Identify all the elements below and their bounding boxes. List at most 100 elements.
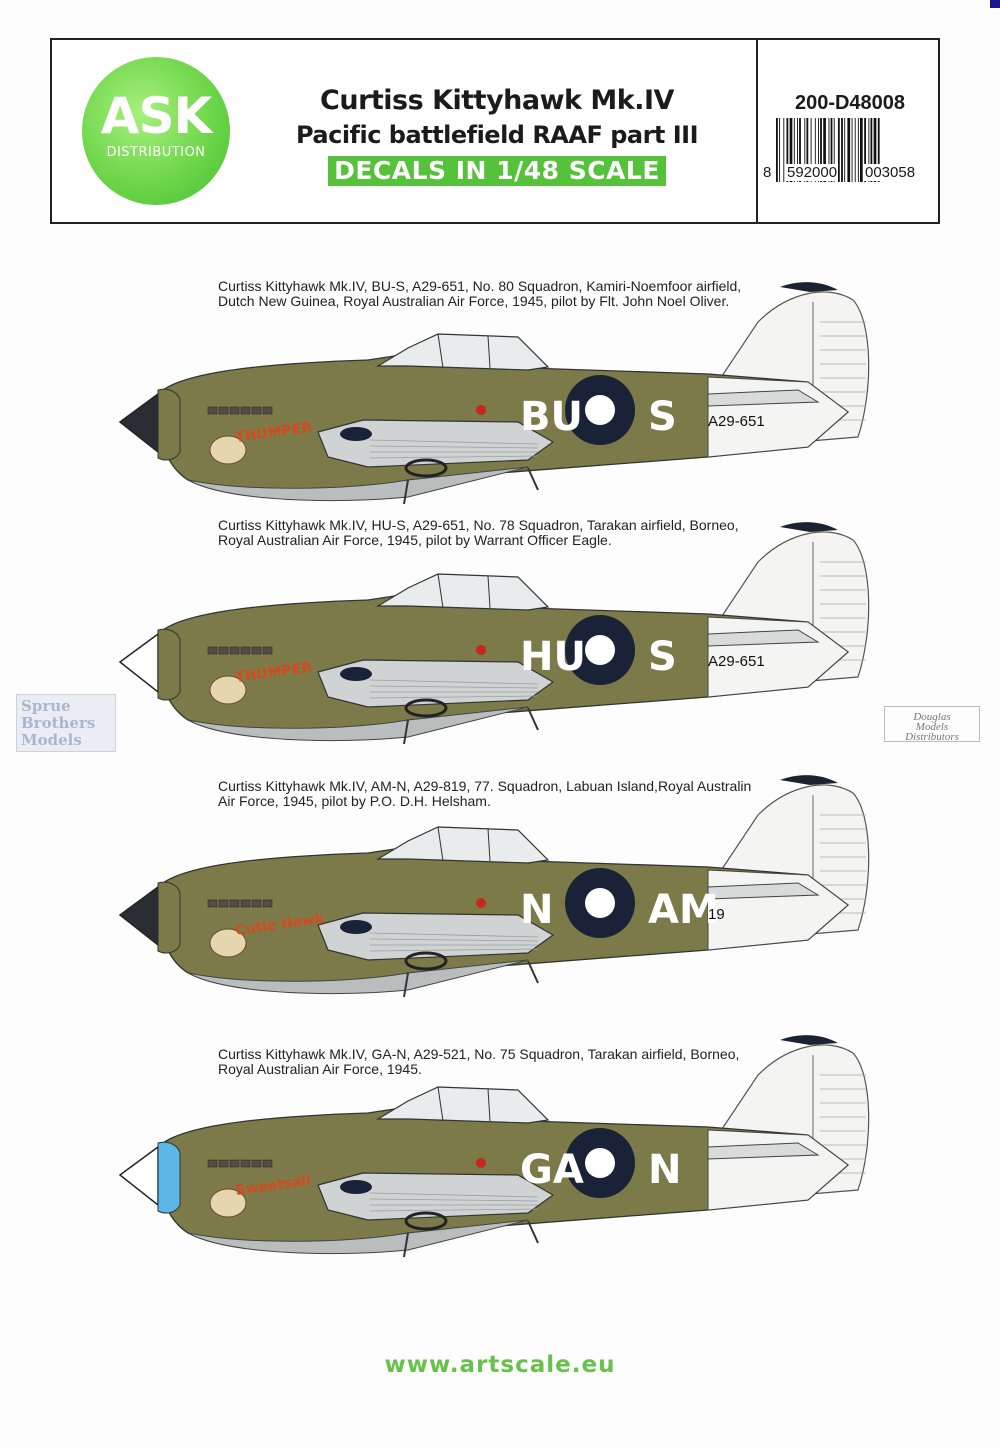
fin-tip	[780, 775, 838, 785]
profile-caption-4: Curtiss Kittyhawk Mk.IV, GA-N, A29-521, …	[218, 1047, 818, 1077]
belly	[187, 706, 529, 742]
fin-tip	[780, 522, 838, 532]
tailplane	[707, 882, 820, 900]
spinner	[118, 885, 159, 947]
nose-art-figure	[209, 675, 247, 705]
fuselage-roundel-center	[585, 888, 615, 918]
nose-art-figure	[209, 928, 247, 958]
squadron-code-right: S	[648, 634, 677, 680]
exhaust-stack	[251, 406, 262, 415]
wheel-well	[404, 951, 448, 971]
canopy-frame	[487, 575, 491, 609]
landing-gear	[403, 960, 539, 998]
wing	[317, 419, 555, 468]
exhaust-stack	[229, 646, 240, 655]
landing-gear	[403, 467, 539, 505]
exhaust-stack	[251, 899, 262, 908]
exhaust-stack	[218, 406, 229, 415]
header-box: ASK DISTRIBUTION Curtiss Kittyhawk Mk.IV…	[50, 38, 940, 224]
fuselage-roundel-center	[585, 395, 615, 425]
wing-panel-line	[369, 439, 539, 445]
exhaust-stack	[240, 406, 251, 415]
exhaust-stack	[207, 1159, 218, 1168]
caption-line: Dutch New Guinea, Royal Australian Air F…	[218, 293, 730, 309]
red-marking	[476, 1158, 486, 1168]
canopy-frame	[437, 573, 444, 609]
exhaust-stack	[229, 899, 240, 908]
exhaust-stack	[262, 1159, 273, 1168]
exhaust-stack	[262, 646, 273, 655]
landing-gear	[403, 707, 539, 745]
spinner	[118, 392, 159, 454]
canopy-frame	[487, 335, 491, 369]
profile-caption-2: Curtiss Kittyhawk Mk.IV, HU-S, A29-651, …	[218, 518, 818, 548]
squadron-code-left: HU	[520, 634, 586, 680]
exhaust-stack	[240, 646, 251, 655]
wing-roundel	[340, 1180, 372, 1194]
barcode-group-2: 003058	[864, 164, 917, 181]
exhaust-stack	[229, 406, 240, 415]
wheel-well	[404, 1211, 448, 1231]
wing-panel-line	[369, 679, 539, 685]
tailplane	[707, 629, 820, 647]
serial-number: 19	[708, 906, 725, 923]
nose-ring	[157, 388, 181, 461]
exhaust-stack	[207, 646, 218, 655]
wing	[317, 659, 555, 708]
website-link[interactable]: www.artscale.eu	[384, 1352, 616, 1378]
watermark-line: Distributors	[905, 731, 959, 743]
belly	[187, 1219, 529, 1255]
nose-ring	[157, 628, 181, 701]
wing-roundel	[340, 427, 372, 441]
exhaust-stack	[262, 406, 273, 415]
squadron-code-left: N	[520, 887, 553, 933]
serial-number: A29-651	[708, 653, 765, 670]
wing-panel-line	[369, 695, 539, 699]
fuselage-roundel-center	[585, 1148, 615, 1178]
wing-panel-line	[369, 1208, 539, 1212]
tailplane	[707, 389, 820, 407]
profile-caption-3: Curtiss Kittyhawk Mk.IV, AM-N, A29-819, …	[218, 779, 818, 809]
caption-line: Curtiss Kittyhawk Mk.IV, HU-S, A29-651, …	[218, 517, 739, 533]
canopy-frame	[437, 333, 444, 369]
canopy	[375, 1086, 550, 1124]
wing	[317, 912, 555, 961]
exhaust-stack	[218, 1159, 229, 1168]
nose-art-figure	[209, 1188, 247, 1218]
barcode-group-1: 592000	[786, 164, 839, 181]
logo-text: ASK	[100, 87, 212, 145]
canopy	[375, 573, 550, 611]
wing-panel-line	[369, 1198, 539, 1202]
canopy-frame	[487, 828, 491, 862]
sprue-brothers-watermark: Sprue Brothers Models	[16, 694, 116, 752]
red-marking	[476, 898, 486, 908]
exhaust-stack	[207, 406, 218, 415]
canopy-frame	[437, 1086, 444, 1122]
tailplane	[707, 1142, 820, 1160]
caption-line: Royal Australian Air Force, 1945.	[218, 1061, 422, 1077]
wing-panel-line	[369, 445, 539, 449]
caption-line: Curtiss Kittyhawk Mk.IV, AM-N, A29-819, …	[218, 778, 752, 794]
watermark-line: Models	[21, 731, 82, 749]
ask-distribution-logo: ASK DISTRIBUTION	[82, 57, 230, 205]
squadron-code-right: AM	[648, 887, 719, 933]
caption-line: Curtiss Kittyhawk Mk.IV, GA-N, A29-521, …	[218, 1046, 740, 1062]
canopy-frame	[437, 826, 444, 862]
watermark-line: Douglas	[913, 711, 951, 723]
wing-panel-line	[369, 1192, 539, 1198]
wing-roundel	[340, 920, 372, 934]
red-marking	[476, 405, 486, 415]
nose-art-figure	[209, 435, 247, 465]
nose-ring	[157, 881, 181, 954]
exhaust-stack	[229, 1159, 240, 1168]
wing-roundel	[340, 667, 372, 681]
profile-caption-1: Curtiss Kittyhawk Mk.IV, BU-S, A29-651, …	[218, 279, 818, 309]
red-marking	[476, 645, 486, 655]
wing-panel-line	[369, 455, 539, 459]
nose-ring	[157, 1141, 181, 1214]
canopy	[375, 826, 550, 864]
landing-gear	[403, 1220, 539, 1258]
wing-panel-line	[369, 932, 539, 938]
